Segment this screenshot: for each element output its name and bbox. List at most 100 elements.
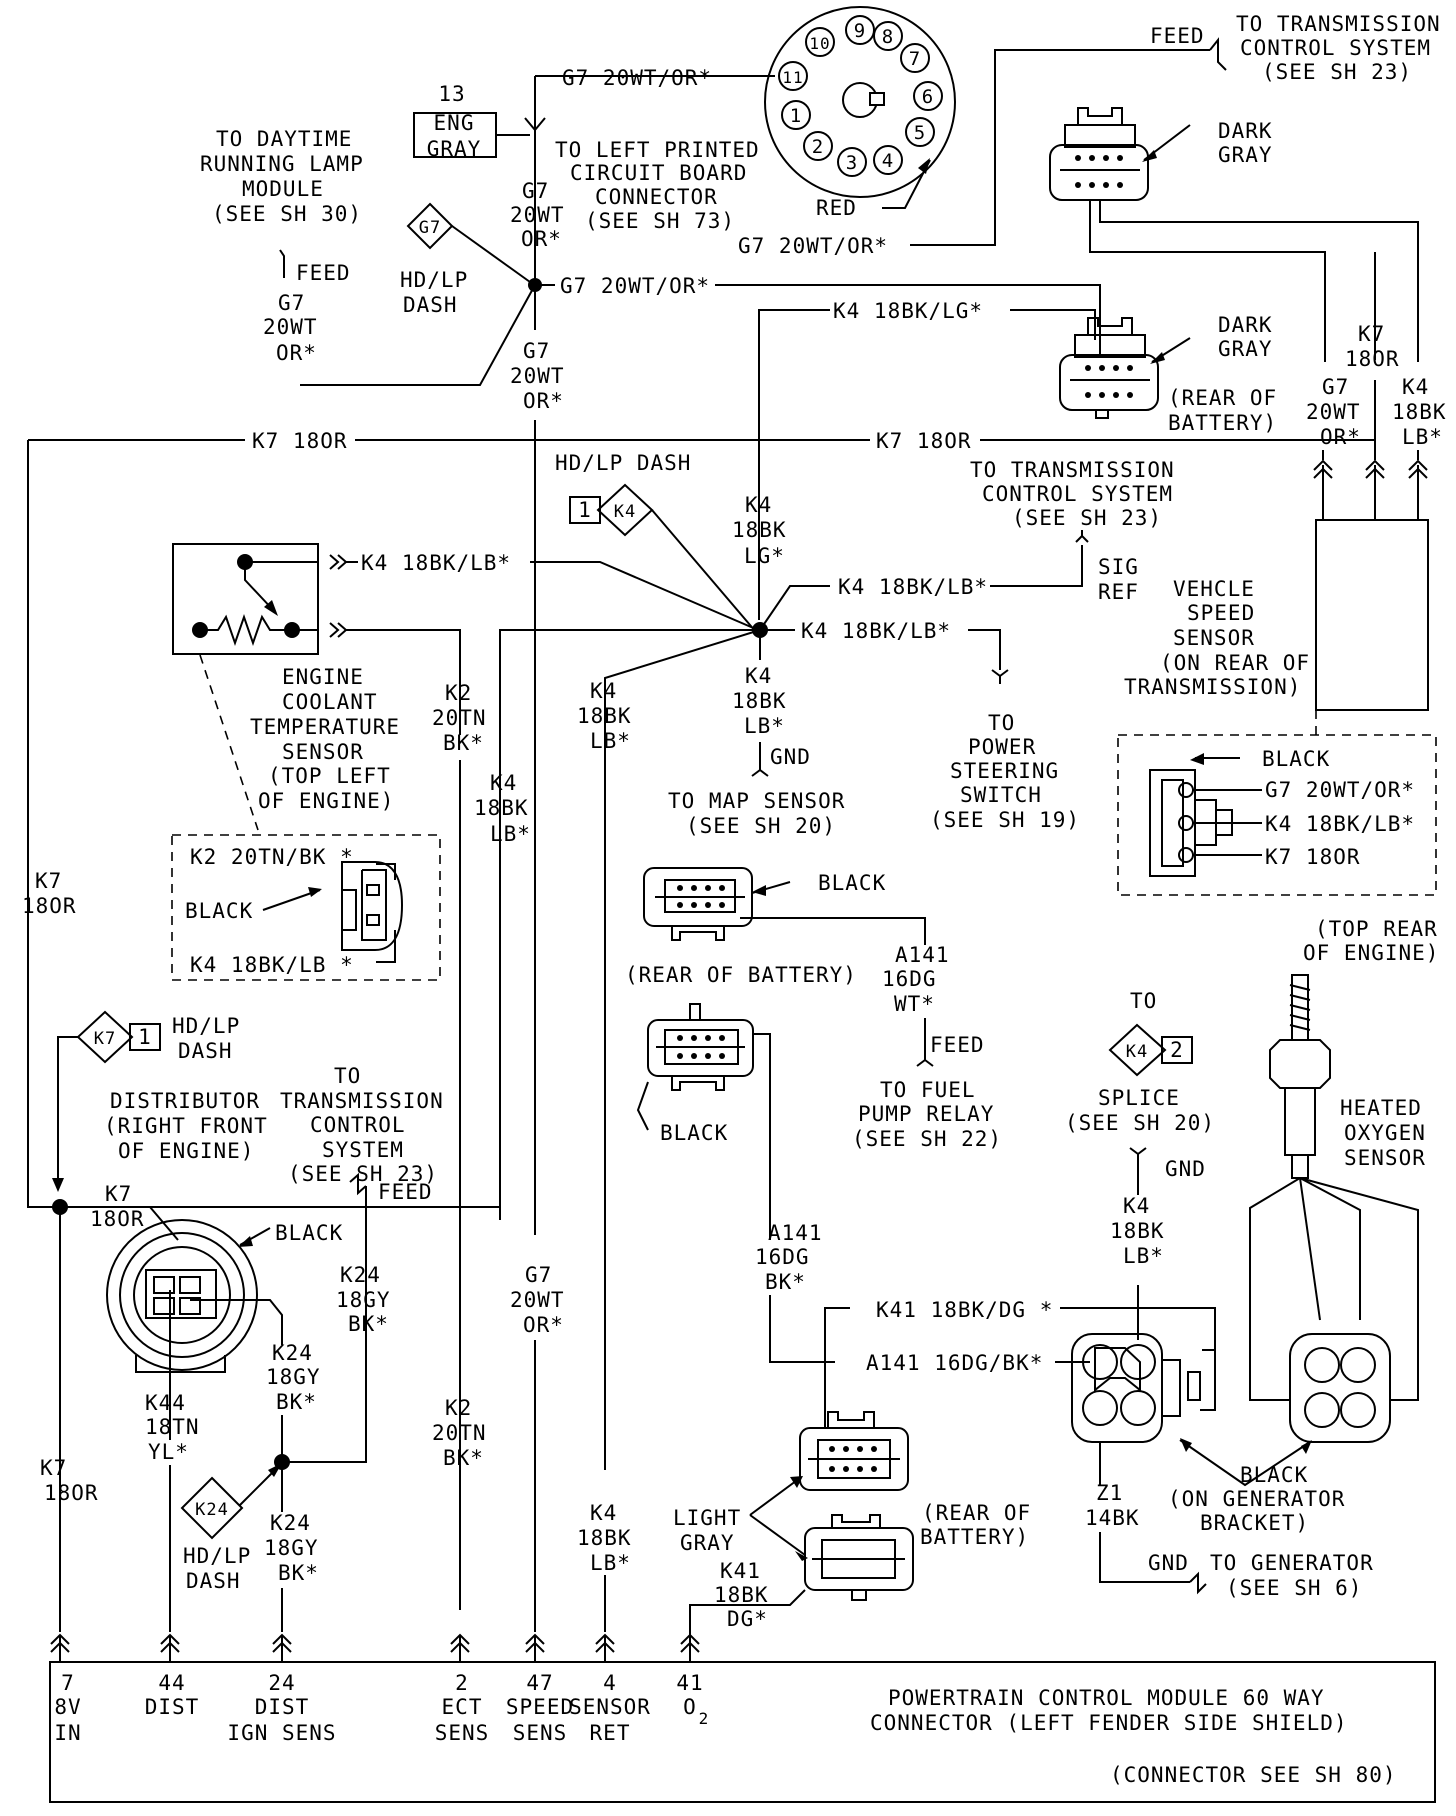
ect-label-d: SENSOR bbox=[282, 740, 364, 764]
ect-conn-k4: K4 18BK/LB * bbox=[190, 953, 354, 977]
tcs-top-b: CONTROL SYSTEM bbox=[1240, 36, 1431, 60]
dark-gray-connector-1 bbox=[1049, 107, 1149, 201]
k7-right-a: K7 bbox=[1358, 322, 1385, 346]
k4-vert-a-3: LB* bbox=[744, 714, 785, 738]
black-gen-b: (ON GENERATOR bbox=[1168, 1487, 1345, 1511]
connector-pin bbox=[873, 21, 903, 51]
sig-ref-a: SIG bbox=[1098, 555, 1139, 579]
pcm-pin-plugs bbox=[50, 1634, 700, 1663]
feed-fuel-label: FEED bbox=[930, 1033, 985, 1057]
gnd-map-label: GND bbox=[770, 745, 811, 769]
vss-label-d: (ON REAR OF bbox=[1160, 651, 1310, 675]
distributor-c: OF ENGINE) bbox=[118, 1139, 254, 1163]
light-gray-a: LIGHT bbox=[673, 1506, 741, 1530]
ect-label-f: OF ENGINE) bbox=[258, 789, 394, 813]
a141-wt-a: A141 bbox=[895, 943, 950, 967]
pcm-pin-label: ECT bbox=[442, 1695, 483, 1719]
connector-pin bbox=[913, 81, 943, 111]
pcm-pin-label: SENS bbox=[513, 1721, 568, 1745]
k4-right-c: LB* bbox=[1402, 425, 1443, 449]
pcm-pin-label: 2 bbox=[699, 1709, 710, 1728]
tcs-low-e: (SEE SH 23) bbox=[288, 1162, 438, 1186]
tcs-low-a: TO bbox=[334, 1064, 361, 1088]
top-rear-engine-a: (TOP REAR bbox=[1315, 917, 1438, 941]
k24-vert-c-3: BK* bbox=[278, 1561, 319, 1585]
ps-switch-d: SWITCH bbox=[960, 783, 1042, 807]
pcm-pin-label: 7 bbox=[61, 1671, 75, 1695]
a141-bk-a: A141 bbox=[768, 1221, 823, 1245]
k4-vert-b-2: 18BK bbox=[577, 704, 632, 728]
pcm-pin-label: SPEED bbox=[506, 1695, 574, 1719]
connector-pin bbox=[845, 15, 875, 45]
daytime-label: TO DAYTIME bbox=[216, 127, 352, 151]
ect-connector-box bbox=[171, 834, 441, 981]
k4-splice-vert-b: 18BK bbox=[1110, 1219, 1165, 1243]
dark-gray-connector-2 bbox=[1059, 317, 1159, 419]
pcm-title-b: CONNECTOR (LEFT FENDER SIDE SHIELD) bbox=[870, 1711, 1348, 1735]
k4-vert-a-2: 18BK bbox=[732, 689, 787, 713]
pcm-pin-label: 4 bbox=[603, 1671, 617, 1695]
vss-conn-k7: K7 18OR bbox=[1265, 845, 1361, 869]
g7-left-b: 20WT bbox=[263, 315, 318, 339]
left-pcb-label-4: (SEE SH 73) bbox=[585, 209, 735, 233]
g7-low-b: 20WT bbox=[510, 1288, 565, 1312]
k2-vert-c: BK* bbox=[443, 731, 484, 755]
pcm-pin-label: IN bbox=[54, 1721, 81, 1745]
rear-battery-1-a: (REAR OF bbox=[1168, 386, 1277, 410]
k4-lg-vert-c: LG* bbox=[744, 544, 785, 568]
k4-low-a: K4 bbox=[590, 1501, 617, 1525]
k4-splice-diamond: K4 2 bbox=[1108, 1023, 1193, 1077]
svg-text:1: 1 bbox=[138, 1025, 152, 1049]
g7-right-c: OR* bbox=[1320, 425, 1361, 449]
vss-label-b: SPEED bbox=[1187, 601, 1255, 625]
k4-low-b: 18BK bbox=[577, 1526, 632, 1550]
ect-label-b: COOLANT bbox=[282, 690, 378, 714]
svg-text:G7: G7 bbox=[419, 218, 441, 238]
feed-low-label: FEED bbox=[378, 1180, 433, 1204]
splice-a: SPLICE bbox=[1098, 1086, 1180, 1110]
pcm-pin-label: 24 bbox=[268, 1671, 295, 1695]
daytime-label-4: (SEE SH 30) bbox=[212, 202, 362, 226]
connector-pin bbox=[781, 100, 811, 130]
top-rear-engine-b: OF ENGINE) bbox=[1303, 941, 1439, 965]
k4-splice-vert-a: K4 bbox=[1123, 1194, 1150, 1218]
a141-wt-b: 16DG bbox=[882, 967, 937, 991]
pcm-pin-label: 2 bbox=[455, 1671, 469, 1695]
k24-vert-b-2: 18GY bbox=[266, 1365, 321, 1389]
g7-dash-diamond: G7 bbox=[406, 202, 531, 283]
pcm-connector-box bbox=[49, 1661, 1436, 1803]
z1-b: 14BK bbox=[1085, 1506, 1140, 1530]
pcm-pin-label: RET bbox=[590, 1721, 631, 1745]
k7-left-vert-a: K7 bbox=[35, 869, 62, 893]
k44-c: YL* bbox=[148, 1440, 189, 1464]
k7-dist-b: 18OR bbox=[90, 1207, 145, 1231]
rear-battery-3-a: (REAR OF bbox=[922, 1501, 1031, 1525]
hdlp-dash-g7-a: HD/LP bbox=[400, 268, 468, 292]
vss-conn-black: BLACK bbox=[1262, 747, 1330, 771]
distributor-connector bbox=[106, 1219, 283, 1440]
k4-vert-c-2: 18BK bbox=[474, 796, 529, 820]
daytime-label-3: MODULE bbox=[242, 177, 324, 201]
gnd-gen-label: GND bbox=[1148, 1551, 1189, 1575]
g7-vert2-c: OR* bbox=[523, 389, 564, 413]
connector-pin bbox=[805, 27, 835, 57]
k24-vert-a-2: 18GY bbox=[336, 1288, 391, 1312]
g7-right-a: G7 bbox=[1322, 375, 1349, 399]
connector-pin-number: 1 bbox=[790, 105, 802, 127]
tcs-mid-c: (SEE SH 23) bbox=[1012, 506, 1162, 530]
pcm-pin-label: DIST bbox=[255, 1695, 310, 1719]
g7-top-label: G7 20WT/OR* bbox=[562, 66, 712, 90]
light-gray-connector-1 bbox=[799, 1411, 909, 1491]
svg-text:K24: K24 bbox=[195, 1500, 229, 1520]
svg-text:13: 13 bbox=[438, 82, 465, 106]
hdlp-dash-k24-b: DASH bbox=[186, 1569, 241, 1593]
k4-right-a: K4 bbox=[1402, 375, 1429, 399]
pcm-note: (CONNECTOR SEE SH 80) bbox=[1110, 1763, 1397, 1787]
k7-dist-a: K7 bbox=[105, 1182, 132, 1206]
g7-to-conn-label: G7 20WT/OR* bbox=[560, 274, 710, 298]
feed-left-label: FEED bbox=[296, 261, 351, 285]
k4-right-b: 18BK bbox=[1392, 400, 1447, 424]
k2-vert-a: K2 bbox=[445, 681, 472, 705]
fuel-pump-c: (SEE SH 22) bbox=[852, 1127, 1002, 1151]
ps-switch-b: POWER bbox=[968, 735, 1036, 759]
